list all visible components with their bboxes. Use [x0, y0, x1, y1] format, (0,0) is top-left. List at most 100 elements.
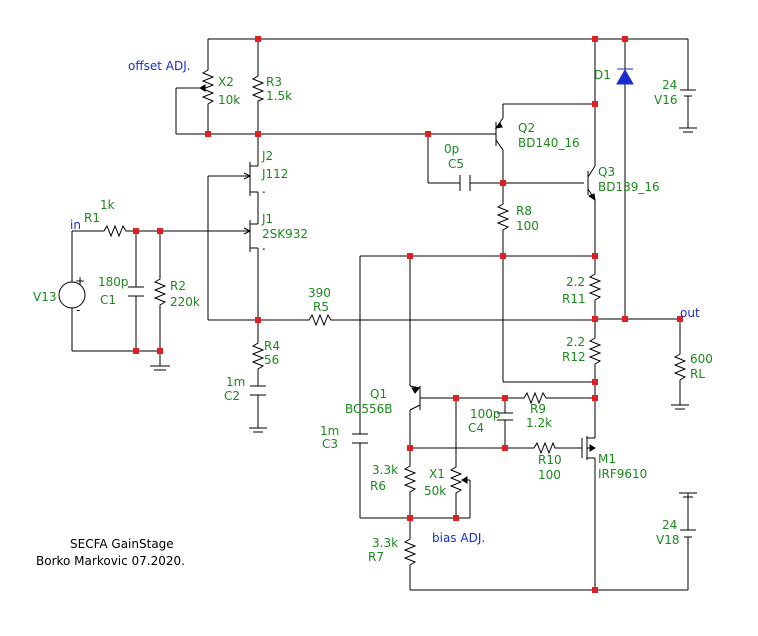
r2-name: R2	[170, 279, 186, 293]
q3-name: Q3	[598, 165, 615, 179]
r4-name: R4	[264, 339, 280, 353]
voltage-source-v13-symbol	[58, 281, 86, 309]
ground-symbol-v16	[679, 127, 697, 133]
pot-x2-symbol	[201, 66, 215, 108]
node-dots	[133, 36, 683, 593]
v18-name: V18	[656, 533, 679, 547]
c1-name: C1	[100, 293, 116, 307]
pot-x1-symbol	[449, 464, 463, 496]
bias-adj-annotation: bias ADJ.	[432, 531, 485, 545]
ground-symbol-v18	[679, 492, 697, 498]
j2-marker: .	[262, 182, 266, 196]
q3-value: BD139_16	[598, 180, 660, 194]
resistor-r10-symbol	[530, 441, 556, 455]
pot-x2-wiper-arrow	[199, 84, 206, 92]
bjt-q2-arrow	[494, 122, 503, 129]
j1-marker: .	[262, 239, 266, 253]
resistor-r12-symbol	[588, 334, 602, 366]
c3-value: 1m	[320, 424, 339, 438]
j2-name: J2	[261, 149, 273, 163]
r2-value: 220k	[170, 295, 200, 309]
resistor-r4-symbol	[251, 339, 265, 371]
pot-x1-wiper-arrow	[461, 476, 468, 484]
ground-symbol-rl	[671, 404, 689, 410]
ground-symbol-c2	[249, 427, 267, 433]
r10-name: R10	[538, 453, 562, 467]
output-port-label: out	[680, 306, 700, 320]
r11-value: 2.2	[566, 275, 585, 289]
jfet-j1-gate-arrow	[243, 227, 252, 235]
c5-name: C5	[448, 157, 464, 171]
r5-name: R5	[313, 300, 329, 314]
r12-value: 2.2	[566, 335, 585, 349]
v16-value: 24	[662, 78, 677, 92]
r3-name: R3	[266, 75, 282, 89]
resistor-r7-symbol	[403, 535, 417, 567]
v13-plus-sign: +	[75, 274, 85, 288]
j2-value: J112	[261, 167, 288, 181]
bjt-q3-arrow	[587, 193, 596, 202]
q2-name: Q2	[518, 121, 535, 135]
r8-value: 100	[516, 219, 539, 233]
v18-value: 24	[662, 518, 677, 532]
rl-name: RL	[690, 367, 705, 381]
c3-name: C3	[322, 437, 338, 451]
resistor-r8-symbol	[496, 200, 510, 232]
resistor-r11-symbol	[588, 270, 602, 302]
offset-adj-annotation: offset ADJ.	[128, 59, 191, 73]
r3-value: 1.5k	[266, 89, 292, 103]
x1-name: X1	[429, 467, 445, 481]
v13-name: V13	[33, 290, 56, 304]
resistor-r9-symbol	[520, 391, 548, 405]
r1-value: 1k	[100, 198, 115, 212]
q1-value: BC556B	[345, 402, 393, 416]
r8-name: R8	[516, 204, 532, 218]
v13-minus-sign: -	[76, 303, 80, 317]
r10-value: 100	[538, 468, 561, 482]
input-port-label: in	[70, 218, 81, 232]
resistor-r5-symbol	[305, 313, 335, 327]
c2-name: C2	[224, 389, 240, 403]
c1-value: 180p	[98, 275, 129, 289]
r11-name: R11	[562, 292, 586, 306]
r4-value: 56	[264, 353, 279, 367]
v16-name: V16	[654, 93, 677, 107]
r5-value: 390	[308, 286, 331, 300]
ground-symbol-input	[150, 365, 170, 371]
wires	[71, 38, 689, 591]
schematic-author: Borko Markovic 07.2020.	[36, 554, 185, 568]
r12-name: R12	[562, 350, 586, 364]
r9-name: R9	[530, 402, 546, 416]
resistor-rl-symbol	[673, 350, 687, 382]
resistor-r1-symbol	[100, 224, 128, 238]
jfet-j2-gate-arrow	[243, 172, 252, 180]
x2-value: 10k	[218, 93, 240, 107]
bjt-q1-arrow	[411, 387, 421, 394]
r6-name: R6	[370, 479, 386, 493]
c4-value: 100p	[470, 407, 501, 421]
r7-value: 3.3k	[372, 536, 398, 550]
c5-value: 0p	[444, 142, 459, 156]
mosfet-m1-arrow	[589, 444, 596, 452]
resistor-r6-symbol	[403, 462, 417, 494]
rl-value: 600	[690, 352, 713, 366]
r6-value: 3.3k	[372, 463, 398, 477]
q2-value: BD140_16	[518, 136, 580, 150]
c4-name: C4	[468, 421, 484, 435]
resistor-r3-symbol	[251, 72, 265, 104]
r7-name: R7	[368, 550, 384, 564]
resistor-r2-symbol	[153, 275, 167, 307]
schematic-title: SECFA GainStage	[70, 537, 174, 551]
x2-name: X2	[218, 75, 234, 89]
labels: offset ADJ. bias ADJ. in out SECFA GainS…	[33, 59, 713, 568]
r1-name: R1	[84, 211, 100, 225]
m1-name: M1	[598, 452, 616, 466]
m1-value: IRF9610	[598, 467, 647, 481]
r9-value: 1.2k	[526, 416, 552, 430]
c2-value: 1m	[226, 375, 245, 389]
q1-name: Q1	[370, 387, 387, 401]
diode-d1-symbol	[616, 68, 634, 85]
x1-value: 50k	[424, 484, 446, 498]
d1-name: D1	[594, 68, 611, 82]
